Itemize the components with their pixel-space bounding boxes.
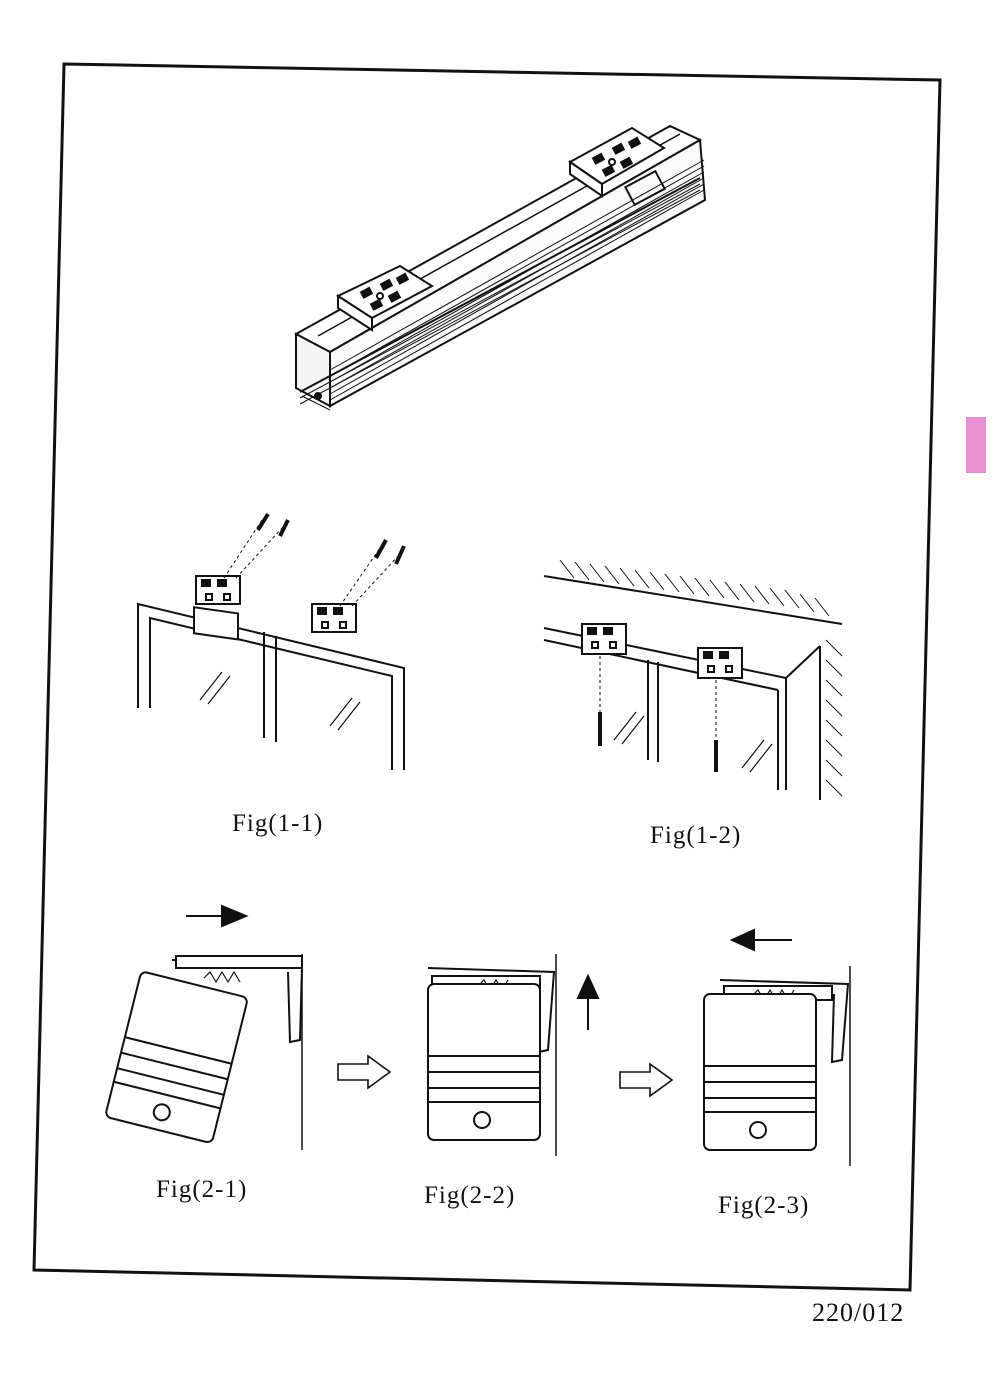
figure-caption-2-3: Fig(2-3): [718, 1192, 810, 1219]
fig-2-1-illustration: [105, 904, 304, 1150]
figure-caption-2-2: Fig(2-2): [424, 1182, 516, 1209]
page-number: 220/012: [812, 1298, 905, 1327]
fig-2-2-illustration: [427, 954, 600, 1156]
page-border: [32, 62, 942, 1292]
fig-2-3-illustration: [703, 928, 851, 1166]
fig-1-2-illustration: [543, 559, 843, 800]
transition-arrow-1: [337, 1054, 392, 1090]
side-tab-marker: [966, 417, 986, 473]
figure-caption-2-1: Fig(2-1): [156, 1176, 248, 1203]
transition-arrow-2: [619, 1062, 674, 1098]
fig-1-1-illustration: [137, 512, 406, 770]
figure-caption-1-2: Fig(1-2): [650, 822, 742, 849]
figure-caption-1-1: Fig(1-1): [232, 810, 324, 837]
headrail-illustration: [293, 124, 707, 411]
